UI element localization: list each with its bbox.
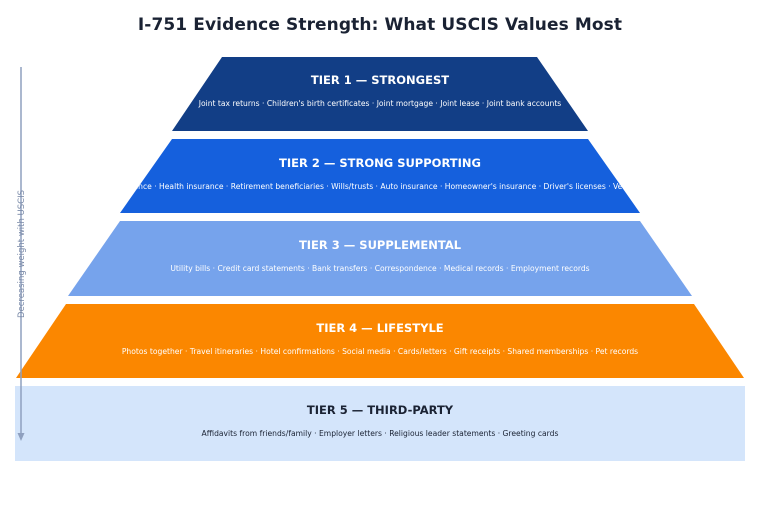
tier-2-shape [120,139,640,213]
diagram-title: I-751 Evidence Strength: What USCIS Valu… [137,15,623,35]
tier-5-shape [15,386,745,461]
tier-4-title: TIER 4 — LIFESTYLE [316,321,443,335]
weight-axis-label: Decreasing weight with USCIS [17,190,27,318]
tier-1-shape [172,57,588,131]
tier-3-items: Utility bills · Credit card statements ·… [170,264,589,273]
tier-4-items: Photos together · Travel itineraries · H… [122,347,638,356]
tier-2-items: Life insurance · Health insurance · Reti… [99,182,662,191]
tier-4: TIER 4 — LIFESTYLE Photos together · Tra… [16,304,744,378]
tier-2-title: TIER 2 — STRONG SUPPORTING [279,156,481,170]
tier-1-title: TIER 1 — STRONGEST [311,73,449,87]
tier-4-shape [16,304,744,378]
tier-3-title: TIER 3 — SUPPLEMENTAL [299,238,462,252]
tier-3: TIER 3 — SUPPLEMENTAL Utility bills · Cr… [68,221,692,296]
tier-5-title: TIER 5 — THIRD-PARTY [307,403,454,417]
tier-1-items: Joint tax returns · Children's birth cer… [198,99,562,108]
weight-axis-arrowhead [17,433,25,441]
tier-3-shape [68,221,692,296]
tier-5-items: Affidavits from friends/family · Employe… [202,429,559,438]
tier-2: TIER 2 — STRONG SUPPORTING Life insuranc… [99,139,662,213]
weight-axis: Decreasing weight with USCIS [17,67,27,441]
tier-5: TIER 5 — THIRD-PARTY Affidavits from fri… [15,386,745,461]
tier-1: TIER 1 — STRONGEST Joint tax returns · C… [172,57,588,131]
